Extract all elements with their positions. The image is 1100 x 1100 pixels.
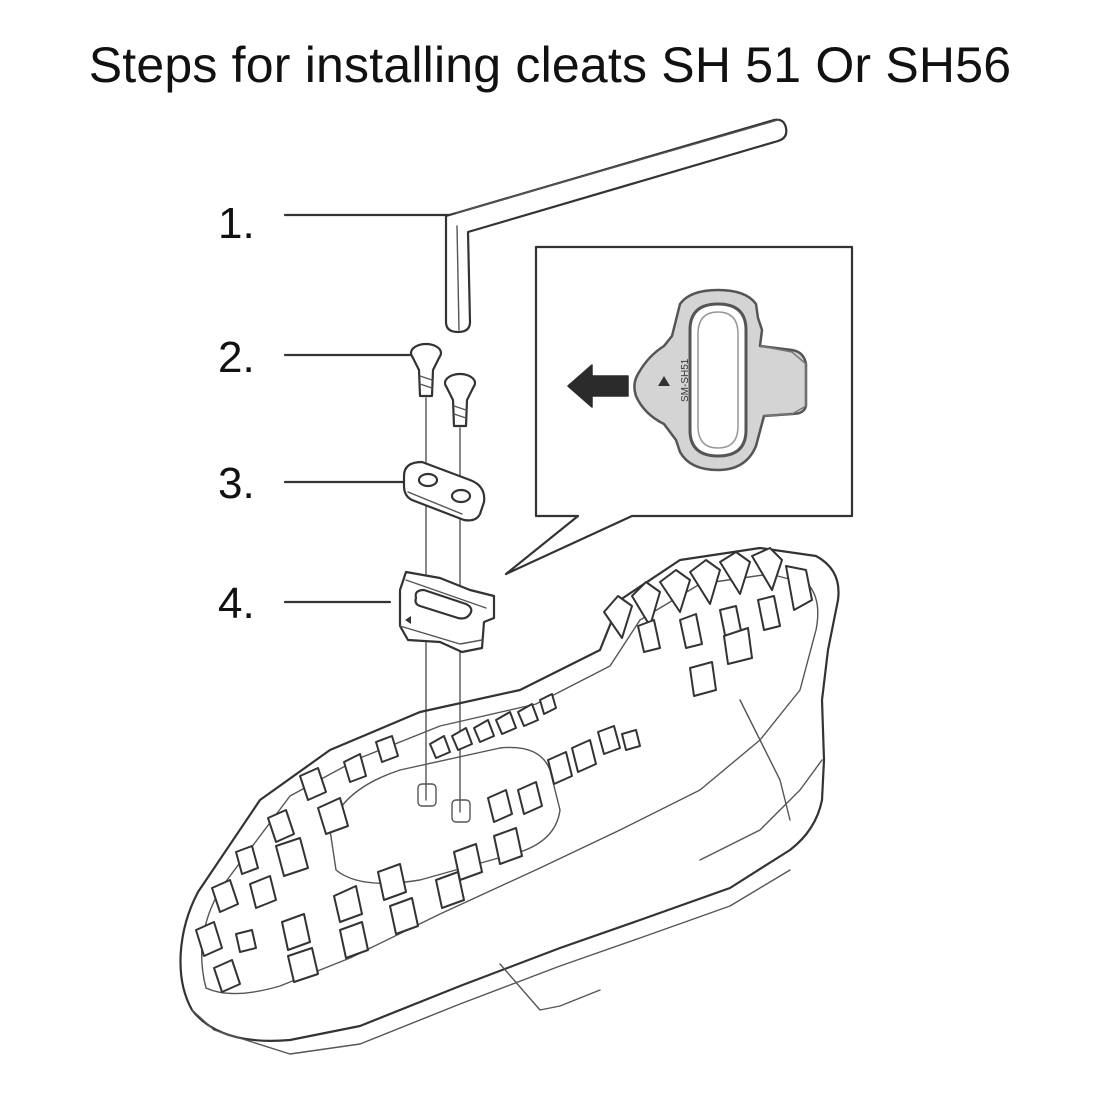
cleat-marking-text: SM-SH51: [680, 358, 691, 402]
cleat-nut-plate-icon: [402, 460, 486, 522]
step-2-label: 2.: [218, 333, 255, 382]
cleat-icon: [398, 570, 496, 654]
step-1-label: 1.: [218, 199, 255, 248]
hex-key-icon: [444, 118, 788, 334]
shoe-sole-icon: [179, 546, 840, 1055]
step-4-label: 4.: [218, 579, 255, 628]
sole-tread-lugs: [195, 547, 813, 993]
step-2: 2.: [218, 333, 412, 382]
arrow-left-icon: [567, 364, 629, 408]
bolt-icon: [443, 372, 477, 428]
cleat-detail-callout: SM-SH51: [504, 245, 854, 576]
step-3-label: 3.: [218, 459, 255, 508]
step-4: 4.: [218, 579, 392, 628]
page-title: Steps for installing cleats SH 51 Or SH5…: [88, 37, 1012, 93]
step-3: 3.: [218, 459, 410, 508]
step-1: 1.: [218, 199, 454, 248]
bolt-icon: [409, 342, 443, 398]
sm-sh51-cleat-icon: SM-SH51: [633, 288, 808, 472]
